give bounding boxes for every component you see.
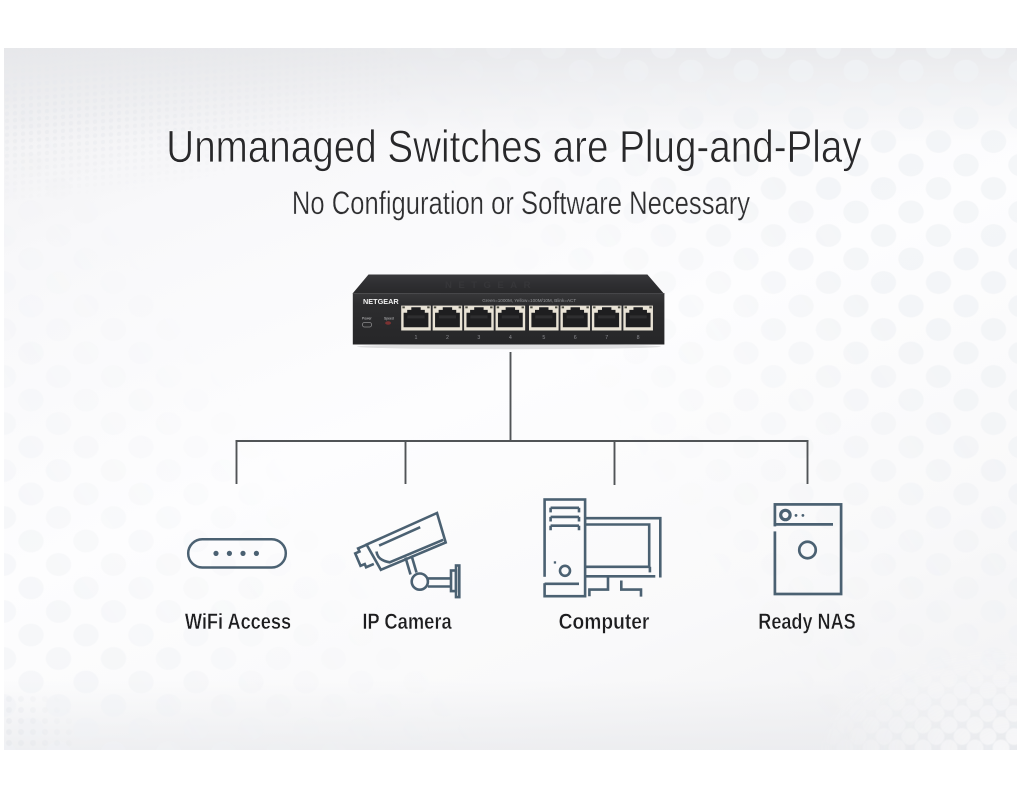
svg-text:4: 4 xyxy=(509,335,512,341)
svg-text:NETGEAR: NETGEAR xyxy=(445,280,537,291)
svg-text:Green=1000M, Yellow=100M/10M,: Green=1000M, Yellow=100M/10M, Blink=ACT xyxy=(482,298,576,303)
svg-text:Speed: Speed xyxy=(384,317,394,321)
svg-text:Power: Power xyxy=(362,317,372,321)
svg-text:7: 7 xyxy=(605,335,608,341)
svg-text:3: 3 xyxy=(477,335,480,341)
svg-text:2: 2 xyxy=(446,335,449,341)
svg-text:6: 6 xyxy=(574,335,577,341)
svg-text:1: 1 xyxy=(415,335,418,341)
svg-text:NETGEAR: NETGEAR xyxy=(363,297,399,306)
svg-text:5: 5 xyxy=(542,335,545,341)
svg-text:8: 8 xyxy=(637,335,640,341)
